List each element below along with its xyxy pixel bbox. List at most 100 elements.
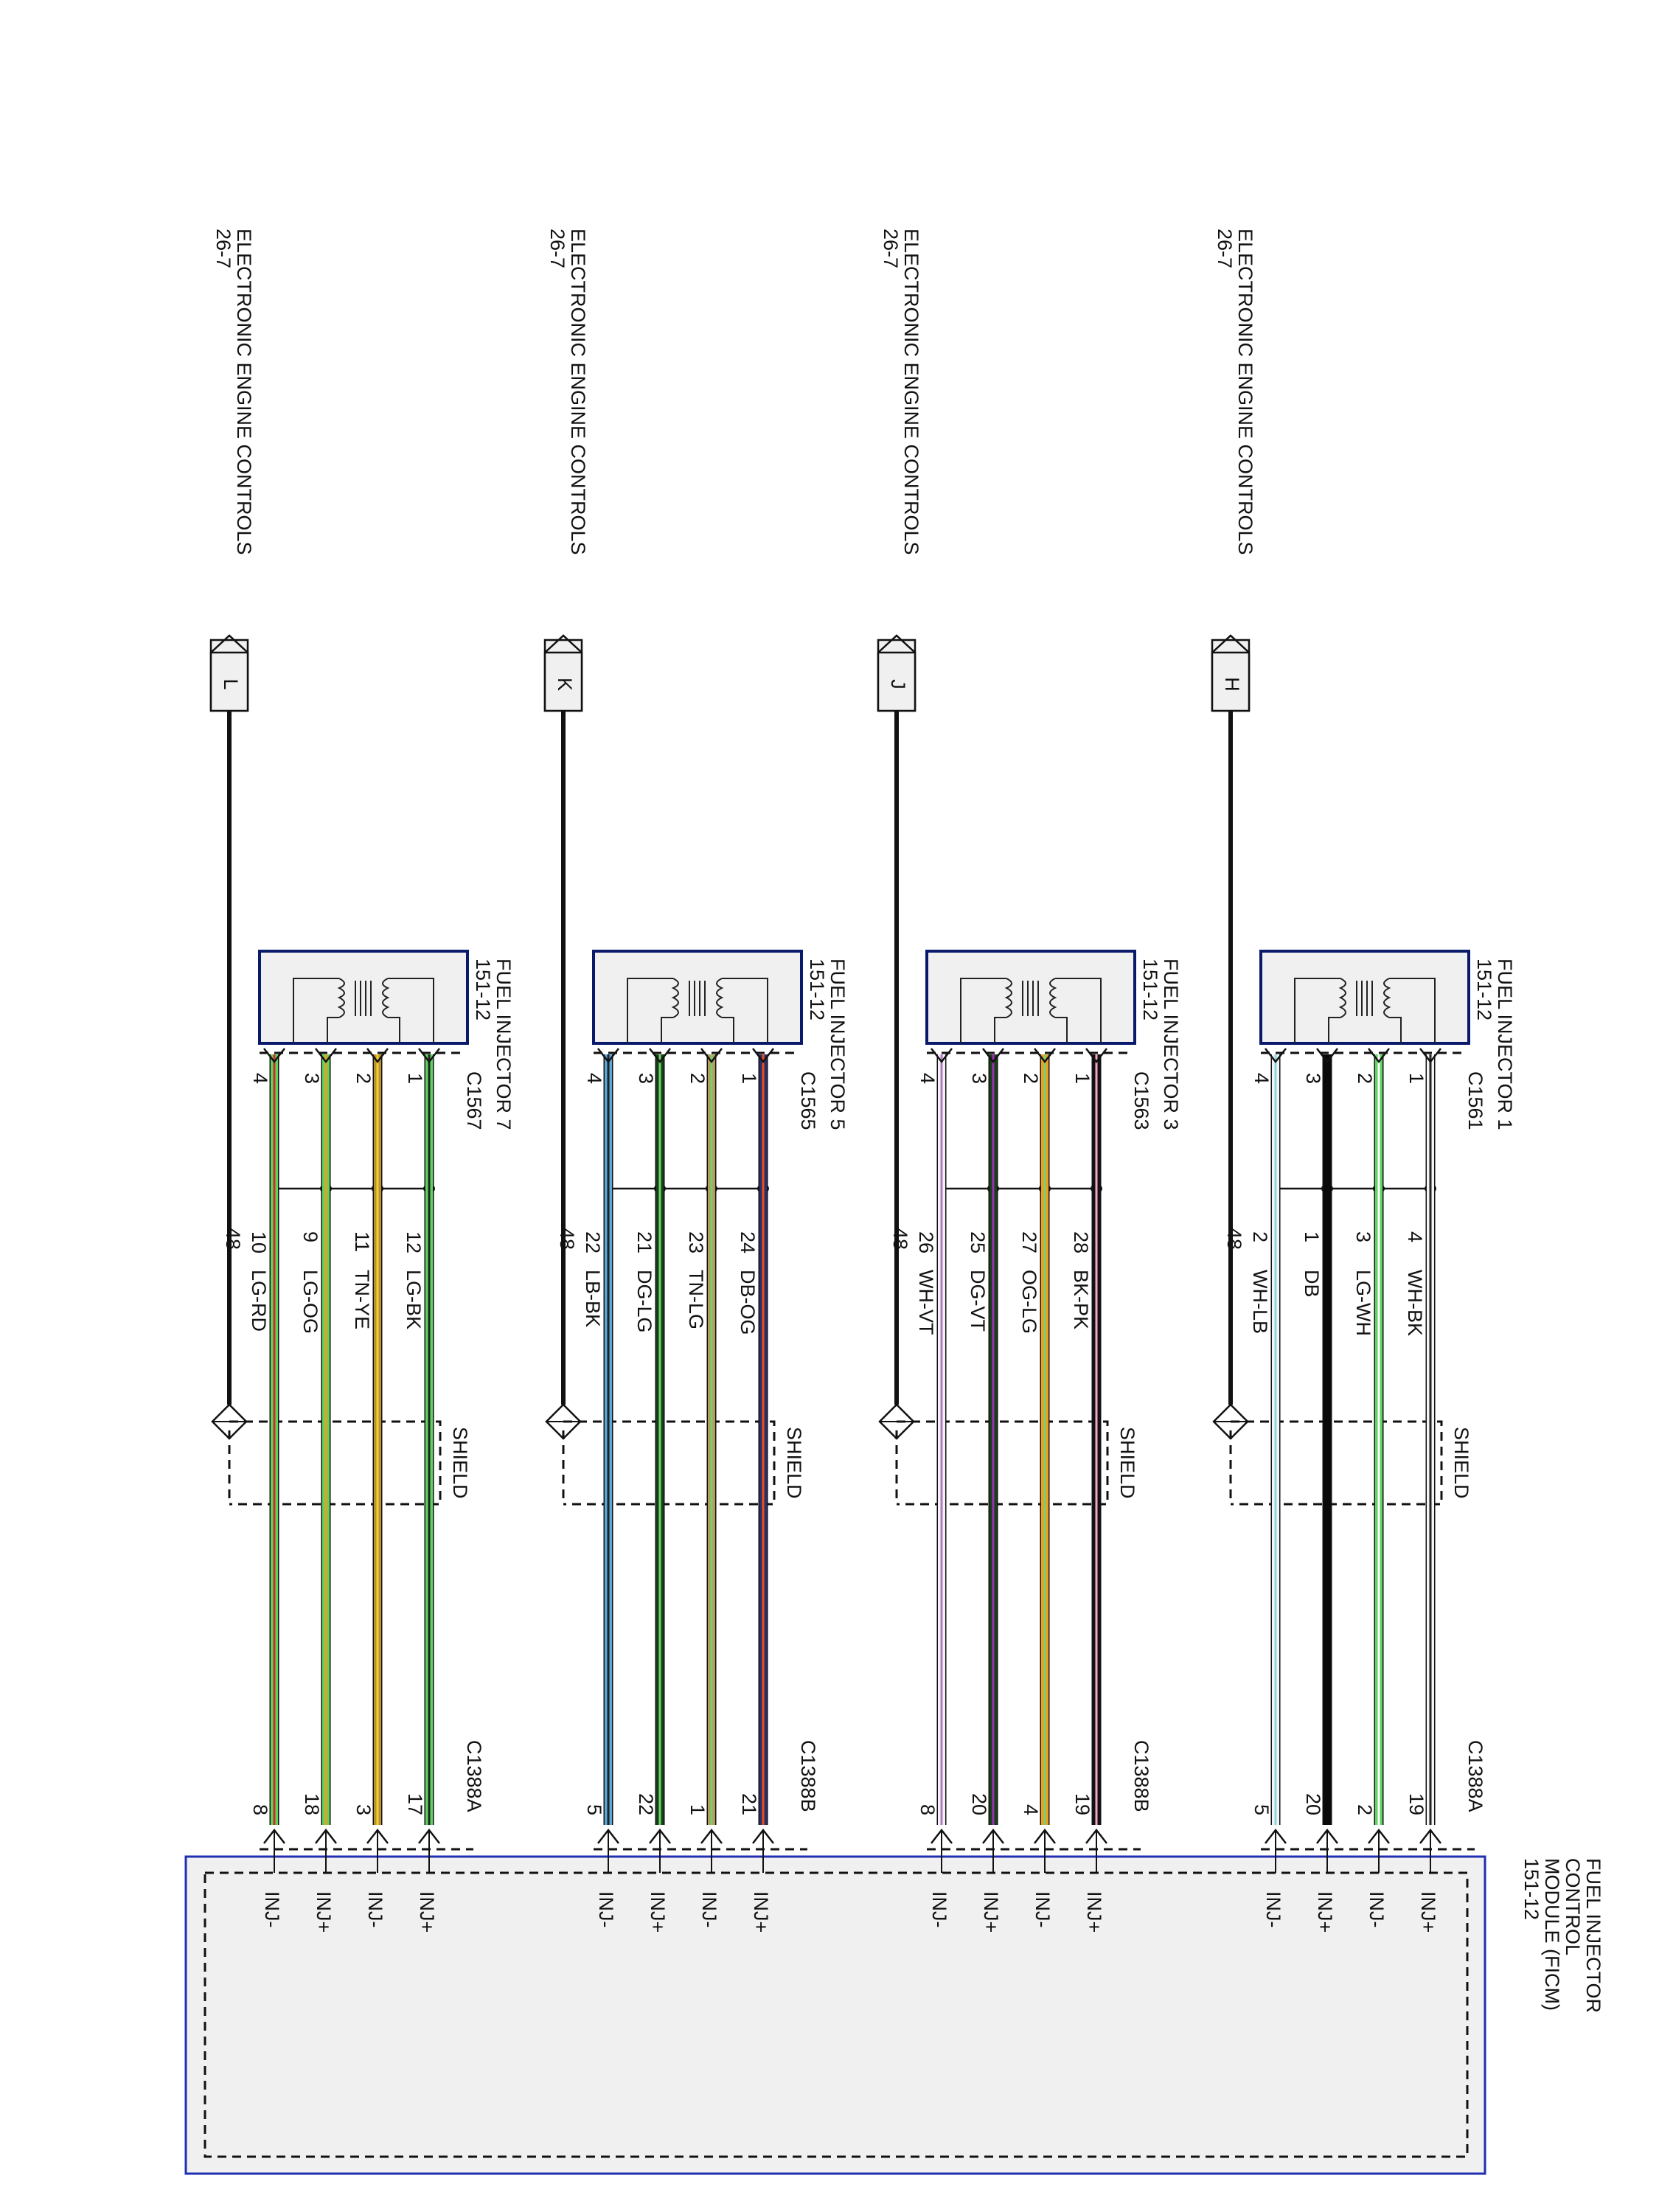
injector-pin-number: 1 [1071,1073,1093,1084]
ficm-pin-number: 4 [1020,1804,1042,1815]
wire-color-code: DG-LG [633,1270,655,1333]
injector-pin-terminal [1316,1048,1338,1064]
offpage-tag-letter: K [554,678,576,691]
tag-arrow-tip [544,634,582,653]
ficm-signal-label: INJ- [1262,1891,1284,1928]
injector-coil-winding [382,978,390,1018]
module-connector-id: C1388B [1130,1740,1152,1812]
injector-coil-lead [388,1017,400,1043]
shield-circuit-number: 48 [1223,1228,1245,1250]
circuit-number: 9 [299,1231,321,1242]
injector-connector-id: C1563 [1130,1071,1152,1130]
injector-pin-number: 2 [1354,1073,1376,1084]
circuit-number: 22 [582,1231,604,1253]
injector-name: FUEL INJECTOR 7 [493,959,515,1130]
injector-coil-lead [293,978,339,1043]
injector-coil-lead [1055,1017,1068,1043]
wire-color-code: LG-RD [248,1270,270,1332]
injector-connector-id: C1565 [797,1071,819,1130]
ficm-pin-number: 22 [635,1793,657,1815]
ficm-module-box [184,1855,1486,2175]
injector-pin-terminal [700,1048,723,1064]
injector-coil-winding [671,978,679,1018]
injector-group-k: ELECTRONIC ENGINE CONTROLS26-7K48SHIELDF… [543,229,849,1933]
wire-color-code: WH-BK [1404,1270,1426,1336]
circuit-number: 27 [1018,1231,1040,1253]
module-connector-id: C1388A [1464,1740,1486,1812]
reference-label: ELECTRONIC ENGINE CONTROLS [567,229,589,555]
wire-color-code: WH-LB [1249,1270,1271,1334]
wire-color-code: OG-LG [1018,1270,1040,1334]
ficm-pin-number: 2 [1354,1804,1376,1815]
injector-coil-lead [327,1017,339,1043]
injector-pin-terminal [931,1048,953,1064]
reference-label: ELECTRONIC ENGINE CONTROLS [1234,229,1256,555]
wire-color-code: TN-YE [351,1270,373,1329]
injector-pin-terminal [315,1048,337,1064]
circuit-number: 12 [403,1231,425,1253]
injector-pin-terminal [1085,1048,1107,1064]
injector-pin-number: 2 [352,1073,375,1084]
tag-arrow-tip [877,634,916,653]
injector-coil-lead [661,1017,673,1043]
shield-boundary [897,1420,1109,1506]
shield-boundary [229,1420,442,1506]
reference-page: 26-7 [880,229,902,268]
ficm-signal-label: INJ+ [1083,1891,1105,1933]
injector-name: FUEL INJECTOR 1 [1494,959,1516,1130]
module-connector-id: C1388A [463,1740,485,1812]
offpage-tag-letter: J [887,679,909,689]
injector-coil-winding [1049,978,1057,1018]
injector-coil-lead [960,978,1006,1043]
shield-circuit-number: 48 [222,1228,244,1250]
ficm-signal-label: INJ+ [750,1891,772,1933]
wire-color-code: LG-BK [403,1270,425,1329]
injector-coil-lead [722,978,768,1043]
injector-coil-lead [1389,978,1436,1043]
ficm-pin-number: 19 [1071,1793,1093,1815]
reference-label: ELECTRONIC ENGINE CONTROLS [233,229,255,555]
ficm-pin-number: 19 [1405,1793,1427,1815]
injector-coil-lead [627,978,673,1043]
injector-coil-winding [1004,978,1012,1018]
injector-group-l: ELECTRONIC ENGINE CONTROLS26-7L48SHIELDF… [209,229,515,1933]
ficm-module-name-line: CONTROL [1562,1858,1584,1955]
shield-label: SHIELD [1450,1427,1472,1499]
circuit-number: 21 [633,1231,655,1253]
circuit-number: 11 [351,1231,373,1252]
ficm-pin-number: 1 [686,1804,709,1815]
injector-pin-terminal [418,1048,440,1064]
injector-group-j: ELECTRONIC ENGINE CONTROLS26-7J48SHIELDF… [877,229,1182,1933]
reference-page: 26-7 [546,229,568,268]
ficm-module-inner-boundary [204,1871,1469,2158]
shield-label: SHIELD [449,1427,471,1499]
fuel-injector-box [1259,950,1470,1045]
injector-pin-terminal [649,1048,671,1064]
ficm-signal-label: INJ- [261,1891,283,1928]
tag-arrow-tip [1211,634,1250,653]
injector-pin-terminal [263,1048,285,1064]
injector-coil-lead [994,1017,1006,1043]
wire-color-code: LG-OG [299,1270,321,1334]
ficm-signal-label: INJ- [698,1891,720,1928]
offpage-tag-letter: H [1221,677,1243,692]
wire-color-code: DB [1301,1270,1323,1298]
ficm-module-name-line: 151-12 [1520,1858,1543,1920]
ficm-signal-label: INJ- [595,1891,617,1928]
ficm-signal-label: INJ- [928,1891,950,1928]
injector-page-ref: 151-12 [1473,959,1495,1020]
circuit-number: 1 [1301,1231,1323,1242]
circuit-number: 28 [1070,1231,1092,1253]
shield-circuit-number: 48 [556,1228,578,1250]
injector-coil-winding [1338,978,1346,1018]
injector-name: FUEL INJECTOR 5 [827,959,849,1130]
injector-coil-lead [1294,978,1340,1043]
injector-pin-number: 1 [1405,1073,1427,1084]
injector-pin-number: 3 [301,1073,323,1084]
injector-pin-terminal [752,1048,774,1064]
injector-pin-number: 1 [404,1073,426,1084]
circuit-number: 23 [685,1231,707,1253]
injector-pin-terminal [1419,1048,1441,1064]
ficm-module-name-line: MODULE (FICM) [1541,1858,1563,2011]
